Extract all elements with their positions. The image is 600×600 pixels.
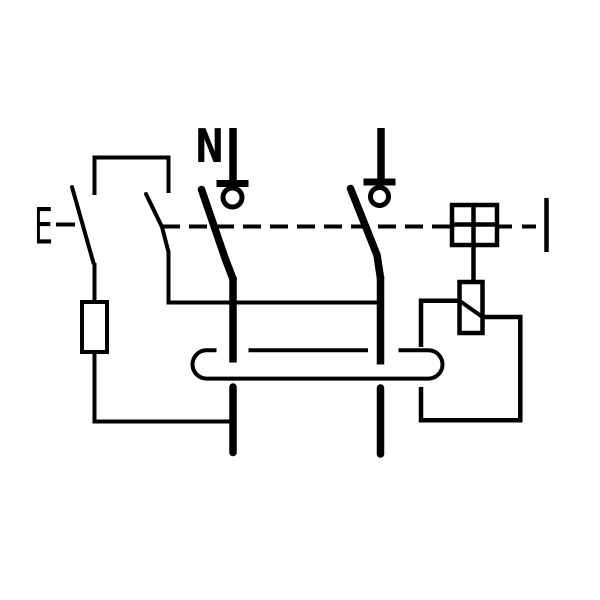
wire-contact2-to-right-pole (166, 252, 380, 305)
phase-terminal-circle (368, 185, 391, 208)
neutral-pole-label: N (195, 119, 224, 173)
test-contacts-top-bracket (92, 155, 171, 195)
toroid-outline (190, 348, 445, 381)
neutral-terminal-circle (220, 185, 245, 210)
test-button-label: E (34, 198, 53, 256)
wire-resistor-to-left-pole (92, 352, 232, 424)
pole-conductors (197, 128, 396, 458)
trip-sensor-cross-box (449, 202, 500, 284)
pole-switch-blade-left (197, 185, 237, 283)
trip-release (418, 279, 523, 423)
test-resistor (80, 300, 109, 354)
release-coil-diagonal (458, 299, 484, 319)
test-contact-left-blade (70, 185, 96, 265)
test-circuit (70, 155, 380, 424)
pole-switch-blade-right (346, 184, 385, 282)
mechanical-linkage (56, 198, 549, 252)
release-enclosure-outline (418, 298, 523, 423)
